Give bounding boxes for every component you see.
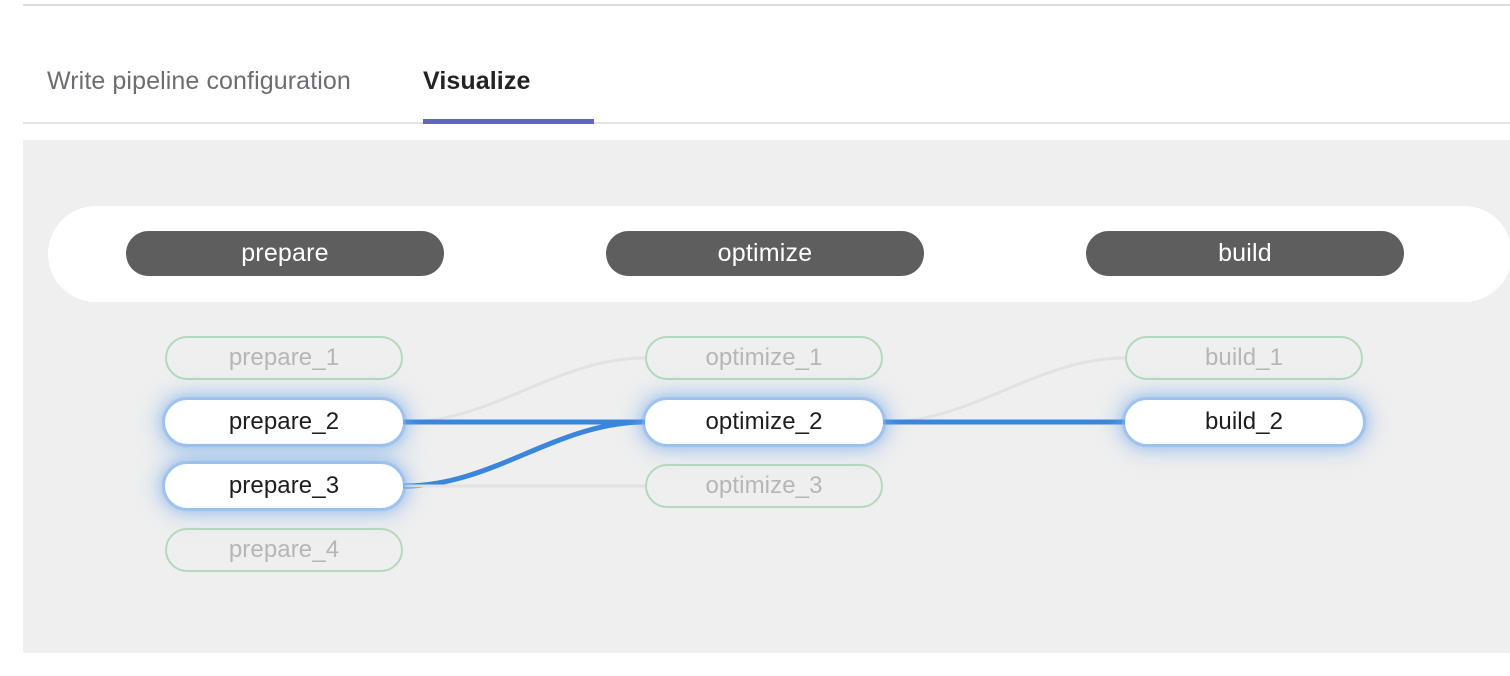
job-node-build_1[interactable]: build_1 <box>1125 336 1363 380</box>
stage-pill-label: optimize <box>717 239 813 267</box>
stage-pill-label: prepare <box>241 239 329 267</box>
job-node-label: optimize_1 <box>705 344 823 371</box>
job-node-optimize_2[interactable]: optimize_2 <box>645 400 883 444</box>
active-tab-indicator <box>423 119 594 124</box>
job-node-label: prepare_2 <box>228 408 340 435</box>
job-node-label: build_1 <box>1204 344 1284 371</box>
edge-prepare_2-to-optimize_1 <box>403 356 647 424</box>
job-node-label: prepare_3 <box>228 472 340 499</box>
stage-pill-prepare[interactable]: prepare <box>126 231 444 276</box>
job-node-label: optimize_3 <box>705 472 823 499</box>
job-node-prepare_1[interactable]: prepare_1 <box>165 336 403 380</box>
job-node-label: build_2 <box>1204 408 1284 435</box>
tab-label: Visualize <box>423 66 531 95</box>
tab-bar: Write pipeline configuration Visualize <box>23 40 1510 124</box>
job-node-label: prepare_1 <box>228 344 340 371</box>
job-node-optimize_3[interactable]: optimize_3 <box>645 464 883 508</box>
job-node-prepare_3[interactable]: prepare_3 <box>165 464 403 508</box>
edge-optimize_2-to-build_1 <box>883 356 1127 424</box>
tab-label: Write pipeline configuration <box>47 66 351 95</box>
stage-header-bar: prepare optimize build <box>48 206 1510 302</box>
job-node-label: optimize_2 <box>705 408 823 435</box>
stage-pill-label: build <box>1218 239 1272 267</box>
top-divider <box>23 4 1510 6</box>
edge-prepare_3-to-optimize_2 <box>402 419 648 489</box>
job-node-prepare_4[interactable]: prepare_4 <box>165 528 403 572</box>
job-node-label: prepare_4 <box>228 536 340 563</box>
stage-pill-build[interactable]: build <box>1086 231 1404 276</box>
job-node-build_2[interactable]: build_2 <box>1125 400 1363 444</box>
tab-bar-divider <box>23 122 1510 124</box>
tab-visualize[interactable]: Visualize <box>423 40 530 122</box>
job-node-optimize_1[interactable]: optimize_1 <box>645 336 883 380</box>
tab-write-pipeline-configuration[interactable]: Write pipeline configuration <box>47 40 351 122</box>
job-node-prepare_2[interactable]: prepare_2 <box>165 400 403 444</box>
stage-pill-optimize[interactable]: optimize <box>606 231 924 276</box>
